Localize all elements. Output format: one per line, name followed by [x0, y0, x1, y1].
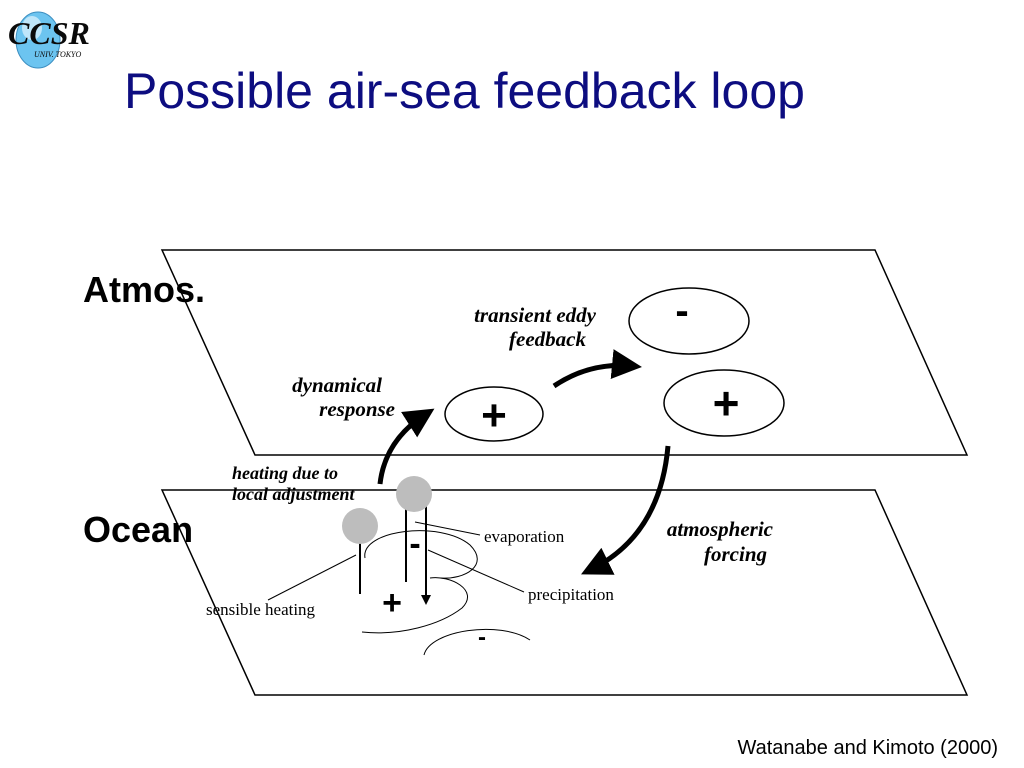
anomaly-ellipse-plus-left — [444, 386, 544, 442]
logo-main-text: CCSR — [8, 15, 90, 51]
page-title: Possible air-sea feedback loop — [124, 63, 805, 119]
transient-eddy-label-line2: feedback — [509, 327, 586, 351]
atmospheric-forcing-label-line1: atmospheric — [667, 517, 774, 541]
atmosphere-label: Atmos. — [83, 269, 205, 310]
evaporation-label: evaporation — [484, 527, 565, 546]
precipitation-label: precipitation — [528, 585, 614, 604]
ccsr-logo: CCSR UNIV. TOKYO — [8, 11, 90, 69]
anomaly-ellipse-minus — [628, 287, 750, 355]
ocean-label: Ocean — [83, 509, 193, 550]
atmospheric-forcing-label-line2: forcing — [704, 542, 767, 566]
evaporation-leader — [414, 521, 481, 536]
sst-contour-middle — [361, 577, 469, 634]
anomaly-plus-sign-right: + — [713, 377, 740, 429]
atmospheric-forcing-arrow — [581, 445, 671, 575]
sensible-heating-leader — [267, 554, 357, 601]
logo-sub-text: UNIV. TOKYO — [34, 50, 82, 59]
citation: Watanabe and Kimoto (2000) — [737, 737, 998, 759]
anomaly-plus-sign-left: + — [481, 391, 507, 440]
anomaly-minus-sign: - — [675, 289, 688, 333]
atmosphere-plane — [160, 249, 969, 456]
dynamical-response-label-line1: dynamical — [292, 373, 382, 397]
dynamical-response-arrow — [377, 408, 435, 485]
heating-marker-left — [342, 508, 378, 544]
logo-bubble-highlight — [22, 16, 42, 40]
sst-contour-upper — [364, 530, 478, 579]
transient-eddy-label-line1: transient eddy — [474, 303, 597, 327]
anomaly-ellipse-plus-right — [663, 369, 785, 437]
ocean-plane — [160, 489, 969, 696]
sensible-heating-label: sensible heating — [206, 600, 316, 619]
heating-label-line1: heating due to — [232, 463, 338, 483]
dynamical-response-label-line2: response — [319, 397, 395, 421]
ocean-plus-sign: + — [382, 584, 402, 622]
heating-label-line2: local adjustment — [232, 484, 356, 504]
transient-eddy-arrow — [552, 349, 642, 389]
ocean-minus-sign-lower: - — [478, 624, 486, 651]
sst-contour-lower — [423, 628, 531, 656]
precipitation-leader — [427, 549, 525, 593]
heating-marker-right — [396, 476, 432, 512]
ocean-minus-sign-upper: - — [409, 525, 420, 563]
